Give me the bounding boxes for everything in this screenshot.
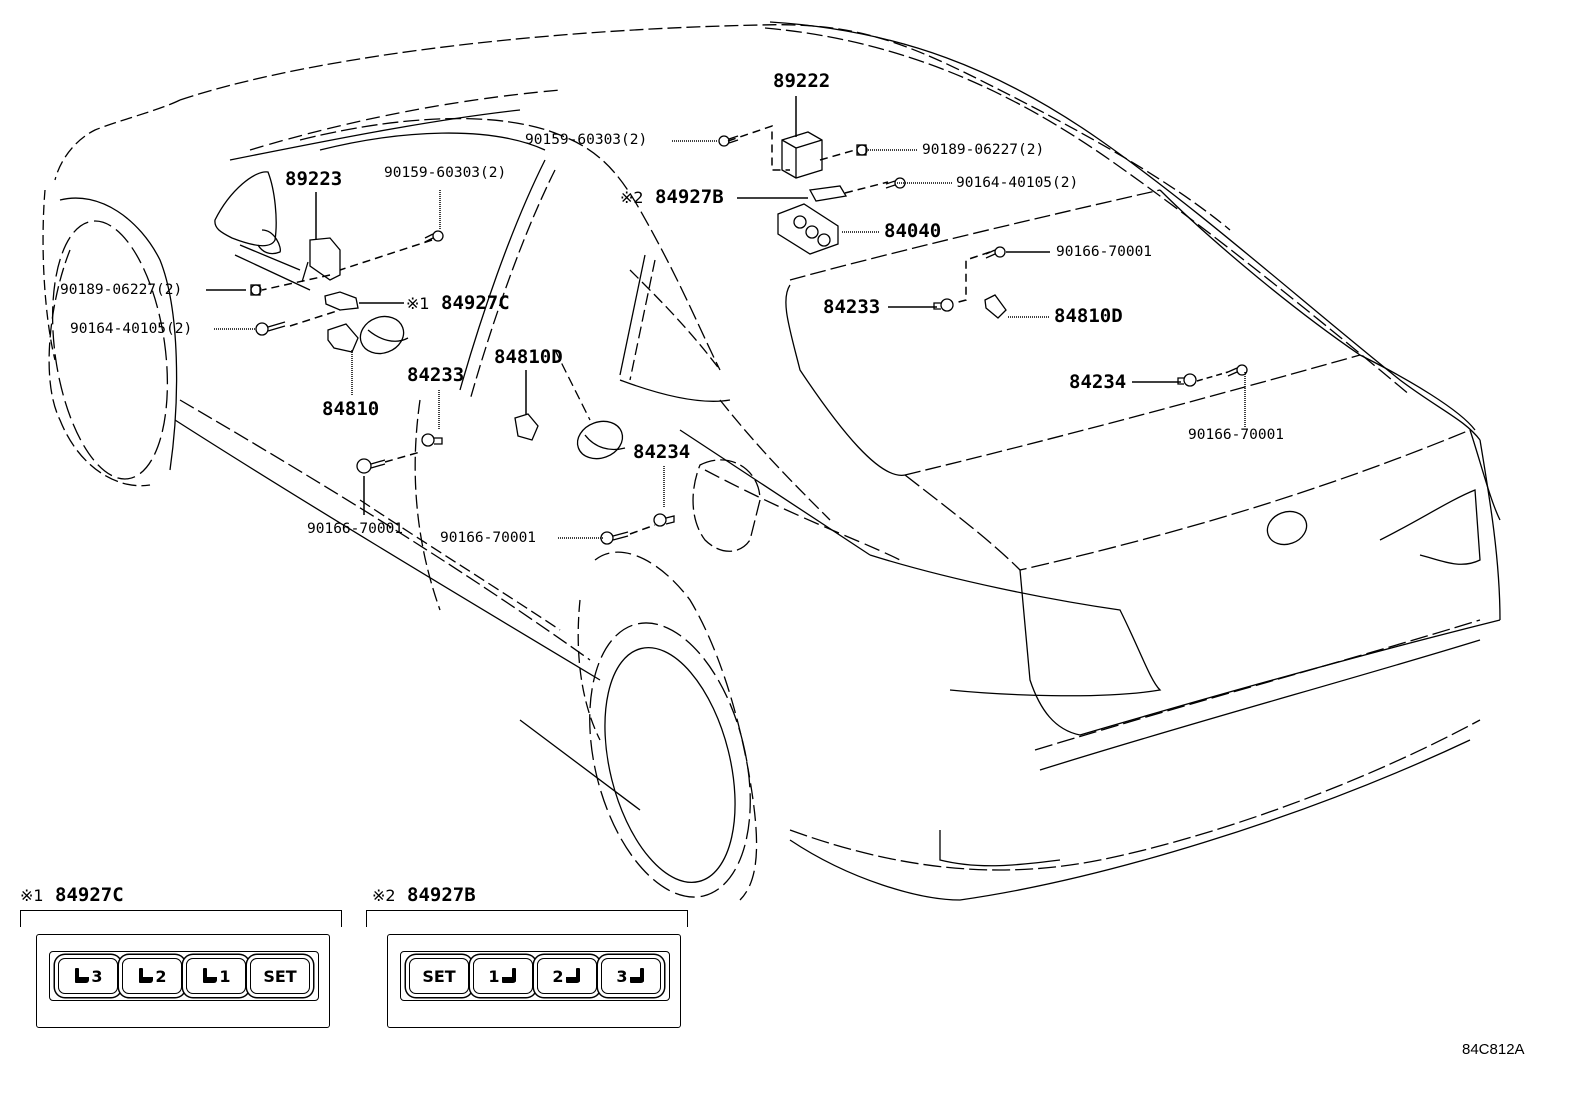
callout-84040: 84040 — [884, 220, 942, 242]
switch-row-84927b: SET 1 2 3 — [400, 951, 670, 1001]
button-label: 2 — [552, 966, 564, 986]
callout-84927b-text: 84927B — [655, 186, 724, 208]
switch-panel-84927c: 3 2 1 SET — [36, 934, 330, 1028]
inset-title-84927b: ※2 84927B — [372, 884, 476, 906]
seat-icon — [565, 968, 581, 984]
diagram-id: 84C812A — [1462, 1041, 1525, 1058]
callout-90166-70001-lower-left: 90166-70001 — [307, 521, 404, 537]
set-button[interactable]: SET — [250, 958, 310, 994]
memory-3-button[interactable]: 3 — [58, 958, 118, 994]
seat-icon — [629, 968, 645, 984]
memory-1-button[interactable]: 1 — [473, 958, 533, 994]
bolt-icon — [718, 135, 739, 147]
callout-90189-06227-left: 90189-06227(2) — [60, 282, 183, 298]
bolt-icon — [356, 458, 386, 474]
bolt-icon — [255, 321, 286, 336]
part-84810-icon — [327, 323, 359, 353]
clip-nut-icon — [856, 144, 868, 156]
seat-icon — [501, 968, 517, 984]
callout-90159-60303-right: 90159-60303(2) — [525, 132, 648, 148]
seat-icon — [138, 968, 154, 984]
callout-84810: 84810 — [322, 398, 380, 420]
bolt-icon — [1227, 364, 1248, 377]
car-body-lines — [42, 21, 1501, 901]
part-84040-switch-icon — [777, 203, 839, 255]
callout-84810d-right: 84810D — [1054, 305, 1123, 327]
callout-84927b: ※2 84927B — [620, 188, 724, 207]
memory-2-button[interactable]: 2 — [122, 958, 182, 994]
callout-84233-right: 84233 — [823, 296, 881, 318]
memory-2-button[interactable]: 2 — [537, 958, 597, 994]
switch-panel-84927b: SET 1 2 3 — [387, 934, 681, 1028]
button-label: 1 — [219, 966, 231, 986]
callout-84234-left: 84234 — [633, 441, 691, 463]
inset-title-84927c: ※1 84927C — [20, 884, 124, 906]
part-84927c-switch-icon — [324, 291, 359, 311]
inset-bracket-84927c — [20, 910, 342, 927]
callout-90159-60303-left: 90159-60303(2) — [384, 165, 507, 181]
bolt-icon — [600, 531, 629, 545]
leader-lines — [206, 96, 1246, 539]
inset-part-84927c: 84927C — [55, 884, 124, 906]
callout-90189-06227-right: 90189-06227(2) — [922, 142, 1045, 158]
callout-89222: 89222 — [773, 70, 831, 92]
callout-84810d-left: 84810D — [494, 346, 563, 368]
set-button[interactable]: SET — [409, 958, 469, 994]
button-label: 3 — [616, 966, 628, 986]
note-mark-1: ※1 — [406, 294, 430, 313]
callout-84234-right: 84234 — [1069, 371, 1127, 393]
callout-84927c: ※1 84927C — [406, 294, 510, 313]
bolt-icon — [985, 246, 1006, 259]
note-mark-2: ※2 — [620, 188, 644, 207]
callout-90166-70001-lower-right: 90166-70001 — [1188, 427, 1285, 443]
inset-part-84927b: 84927B — [407, 884, 476, 906]
part-84234-icon — [653, 513, 675, 527]
part-84810d-icon — [514, 413, 539, 441]
callout-89223: 89223 — [285, 168, 343, 190]
bolt-icon — [424, 230, 444, 243]
callout-90166-70001-lower-middle: 90166-70001 — [440, 530, 537, 546]
callout-90164-40105-left: 90164-40105(2) — [70, 321, 193, 337]
callout-84233-left: 84233 — [407, 364, 465, 386]
part-84233-icon — [933, 298, 954, 312]
callout-90164-40105-right: 90164-40105(2) — [956, 175, 1079, 191]
switch-row-84927c: 3 2 1 SET — [49, 951, 319, 1001]
callout-84927c-text: 84927C — [441, 292, 510, 314]
callout-90166-70001-upper-right: 90166-70001 — [1056, 244, 1153, 260]
part-84234-icon — [1177, 373, 1197, 387]
part-84810d-icon — [984, 294, 1007, 319]
memory-3-button[interactable]: 3 — [601, 958, 661, 994]
inset-mark-2: ※2 — [372, 886, 396, 905]
button-label: SET — [263, 966, 297, 986]
bolt-icon — [885, 177, 906, 189]
seat-icon — [74, 968, 90, 984]
clip-nut-icon — [250, 284, 262, 296]
button-label: 2 — [155, 966, 167, 986]
button-label: 1 — [488, 966, 500, 986]
part-89222-ecu-icon — [781, 131, 823, 179]
seat-icon — [202, 968, 218, 984]
inset-mark-1: ※1 — [20, 886, 44, 905]
part-84927b-switch-icon — [808, 185, 848, 202]
inset-bracket-84927b — [366, 910, 688, 927]
part-84233-icon — [421, 433, 443, 447]
part-89223-ecu-icon — [301, 237, 341, 283]
button-label: SET — [422, 966, 456, 986]
button-label: 3 — [91, 966, 103, 986]
memory-1-button[interactable]: 1 — [186, 958, 246, 994]
part-glyphs — [250, 131, 1248, 545]
